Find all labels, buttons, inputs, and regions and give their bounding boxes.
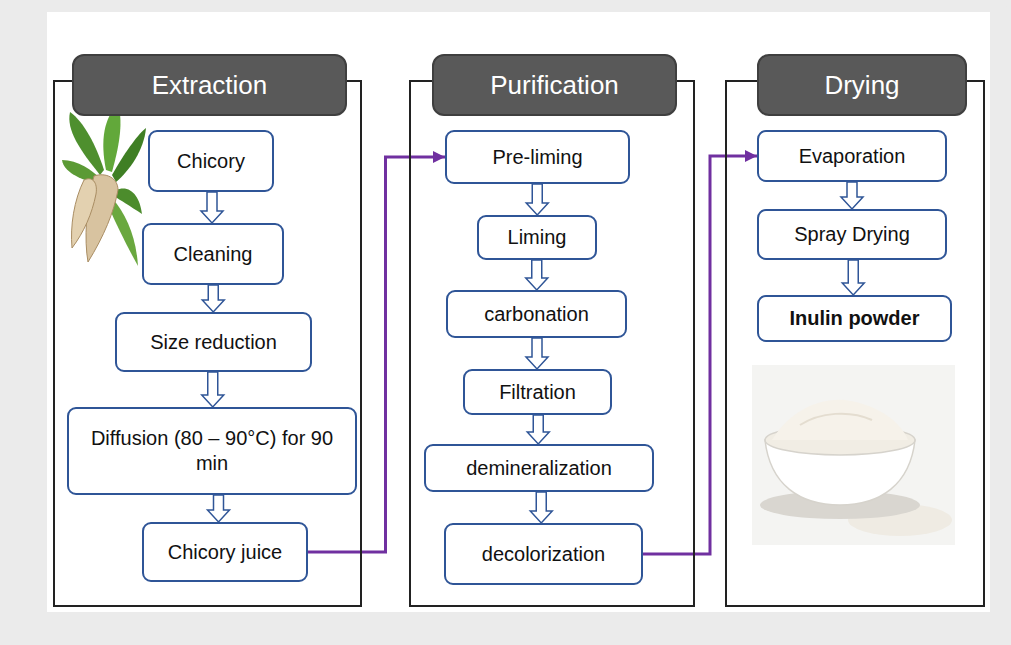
leaf xyxy=(110,198,138,266)
process-box: Inulin powder xyxy=(757,295,952,342)
arrow-shape xyxy=(842,260,864,295)
transfer-arrow xyxy=(643,156,757,554)
step-label: Cleaning xyxy=(174,242,253,267)
process-box: carbonation xyxy=(446,290,627,338)
step-label: carbonation xyxy=(484,302,589,327)
block-arrow xyxy=(526,260,548,290)
process-box: Filtration xyxy=(463,369,612,415)
stage-panel: DryingEvaporationSpray DryingInulin powd… xyxy=(725,80,985,607)
arrow-shape xyxy=(527,415,549,444)
stage-heading: Purification xyxy=(432,54,677,116)
block-arrow xyxy=(527,415,549,444)
step-label: demineralization xyxy=(466,456,612,481)
powder-bowl-illustration xyxy=(752,365,955,545)
block-arrow xyxy=(201,192,223,223)
process-box: Diffusion (80 – 90°C) for 90 min xyxy=(67,407,357,495)
step-label: Liming xyxy=(508,225,567,250)
arrow-shape xyxy=(841,182,863,209)
process-box: demineralization xyxy=(424,444,654,492)
stage-panel: PurificationPre-limingLimingcarbonationF… xyxy=(409,80,695,607)
step-label: Inulin powder xyxy=(790,306,920,331)
process-box: Liming xyxy=(477,215,597,260)
step-label: Chicory xyxy=(177,149,245,174)
block-arrow xyxy=(202,285,224,312)
stage-heading: Drying xyxy=(757,54,967,116)
arrow-shape xyxy=(202,372,224,407)
block-arrow xyxy=(841,182,863,209)
arrow-line xyxy=(643,156,757,554)
stage-heading: Extraction xyxy=(72,54,347,116)
arrow-shape xyxy=(201,192,223,223)
block-arrow xyxy=(526,338,548,369)
arrow-shape xyxy=(526,338,548,369)
process-box: decolorization xyxy=(444,523,643,585)
step-label: Spray Drying xyxy=(794,222,910,247)
process-box: Evaporation xyxy=(757,130,947,182)
step-label: decolorization xyxy=(482,542,605,567)
step-label: Filtration xyxy=(499,380,576,405)
process-box: Chicory juice xyxy=(142,522,308,582)
process-box: Spray Drying xyxy=(757,209,947,260)
powder-heap xyxy=(772,400,908,440)
arrow-shape xyxy=(530,492,552,523)
root xyxy=(72,179,97,248)
block-arrow xyxy=(530,492,552,523)
photo-ground xyxy=(752,365,955,545)
leaf xyxy=(112,128,146,182)
arrow-shape xyxy=(202,285,224,312)
step-label: Chicory juice xyxy=(168,540,282,565)
block-arrow xyxy=(842,260,864,295)
block-arrow xyxy=(208,495,230,522)
step-label: Diffusion (80 – 90°C) for 90 min xyxy=(77,426,347,476)
step-label: Size reduction xyxy=(150,330,277,355)
process-box: Chicory xyxy=(148,130,274,192)
powder-shade xyxy=(800,414,872,425)
stage-panel: ExtractionChicoryCleaningSize reductionD… xyxy=(53,80,362,607)
arrow-shape xyxy=(526,184,548,215)
arrow-shape xyxy=(526,260,548,290)
process-box: Size reduction xyxy=(115,312,312,372)
block-arrow xyxy=(526,184,548,215)
process-box: Cleaning xyxy=(142,223,284,285)
step-label: Pre-liming xyxy=(492,145,582,170)
step-label: Evaporation xyxy=(799,144,906,169)
arrow-shape xyxy=(208,495,230,522)
process-box: Pre-liming xyxy=(445,130,630,184)
chicory-illustration xyxy=(62,104,146,266)
block-arrow xyxy=(202,372,224,407)
